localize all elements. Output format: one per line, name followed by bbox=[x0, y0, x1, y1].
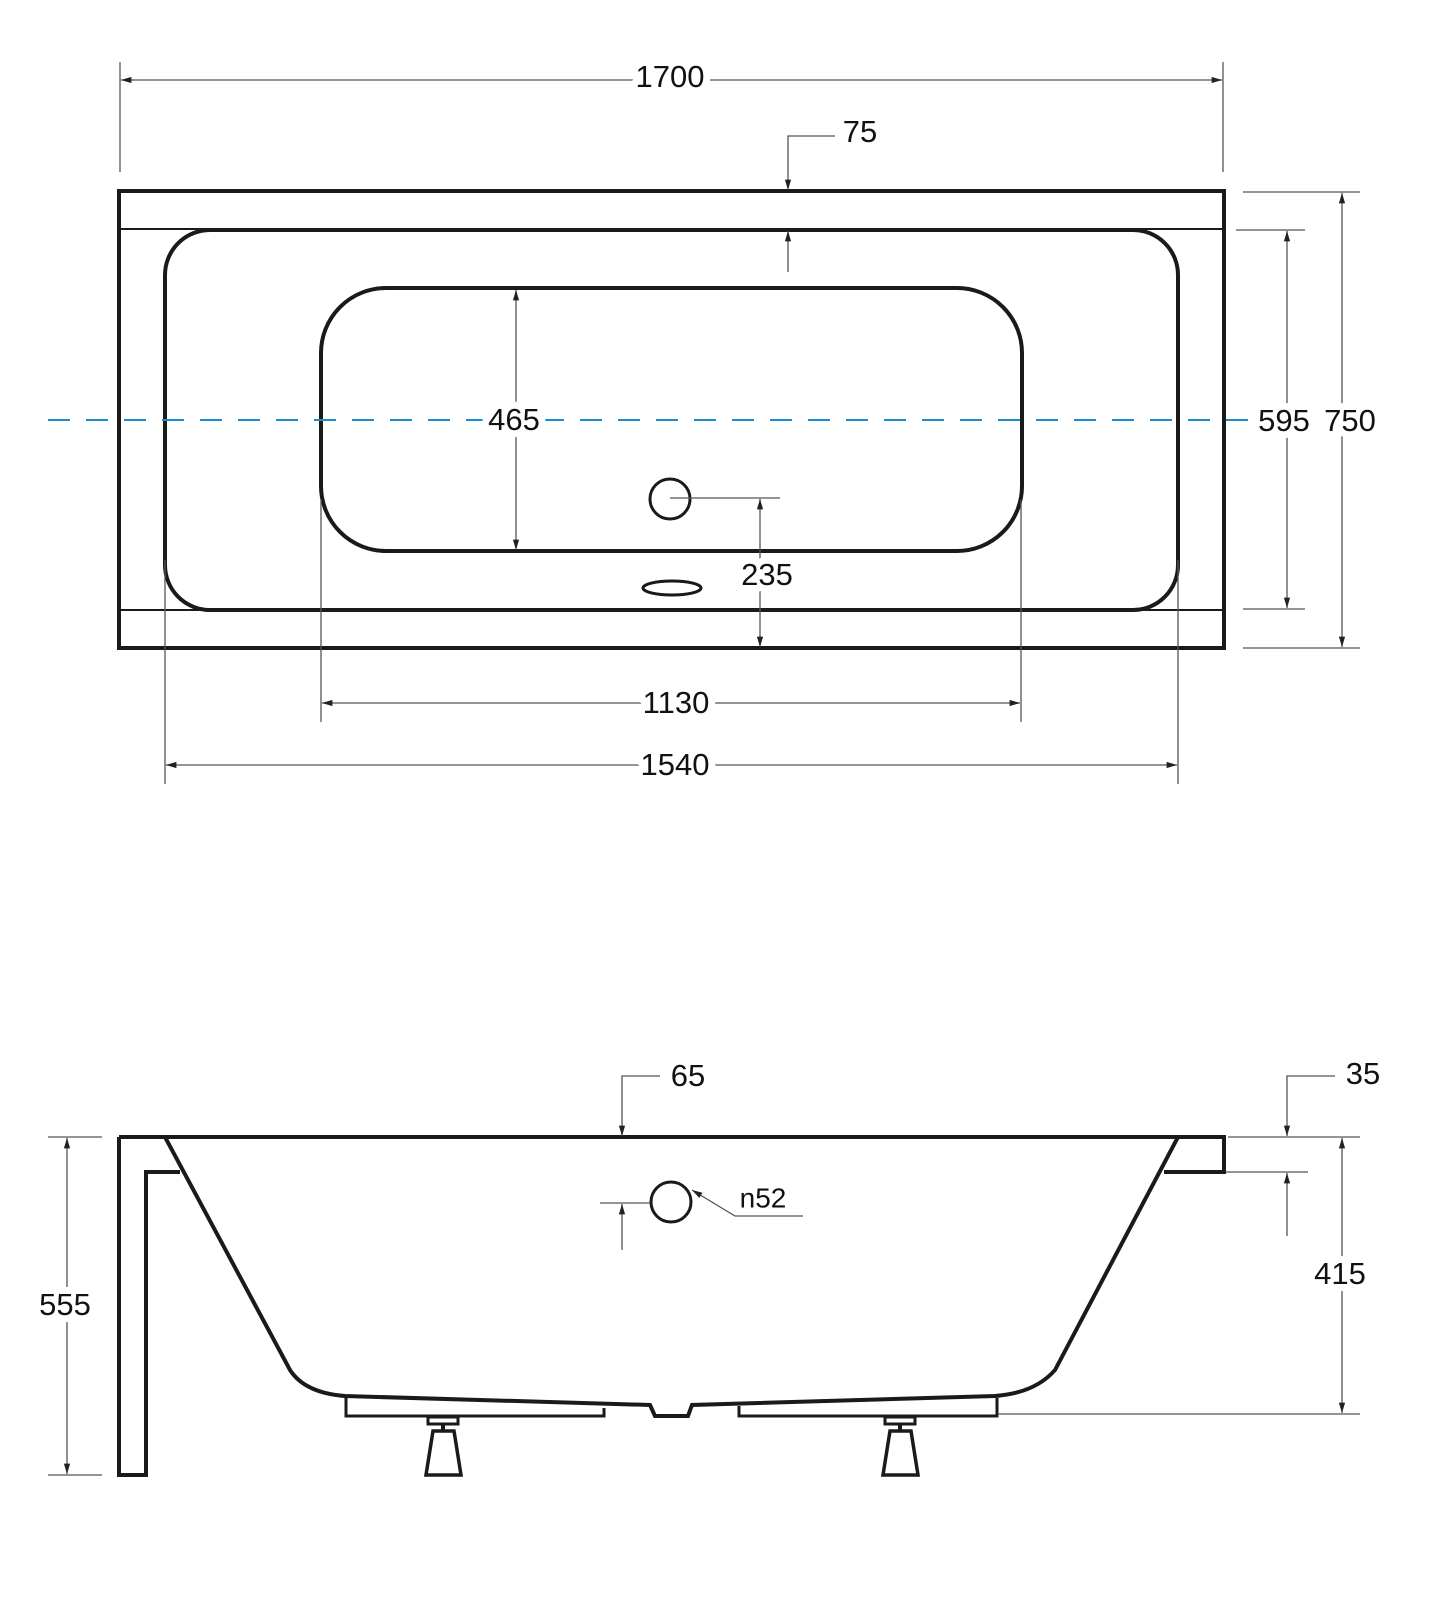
dim-rim-width: 75 bbox=[843, 114, 877, 149]
top-view: 1700 75 465 235 595 750 1130 1540 bbox=[48, 52, 1383, 789]
tub-outer-outline bbox=[117, 189, 1226, 650]
overflow-icon bbox=[648, 477, 692, 521]
support-plate-left bbox=[344, 1398, 606, 1418]
drain-icon bbox=[641, 579, 703, 597]
dim-basin-length: 1540 bbox=[641, 747, 710, 782]
dim-basin-width: 595 bbox=[1258, 403, 1310, 438]
dim-inner-basin-length: 1130 bbox=[643, 685, 710, 720]
dim-overflow-height: 235 bbox=[741, 557, 793, 592]
basin-profile bbox=[163, 1136, 1180, 1418]
front-panel bbox=[117, 1137, 180, 1477]
dim-rim-offset: 65 bbox=[671, 1058, 705, 1093]
side-view: n52 65 35 415 555 bbox=[32, 1049, 1387, 1477]
dim-rim-thickness: 35 bbox=[1346, 1056, 1380, 1091]
overflow-icon-side bbox=[649, 1180, 693, 1224]
dim-overall-width: 750 bbox=[1324, 403, 1376, 438]
support-plate-right bbox=[737, 1398, 999, 1418]
leg-right bbox=[880, 1415, 921, 1477]
dim-overall-length: 1700 bbox=[636, 59, 705, 94]
dim-overflow-diameter: n52 bbox=[740, 1182, 787, 1213]
dim-inner-basin-width: 465 bbox=[488, 402, 540, 437]
dim-basin-depth: 415 bbox=[1314, 1256, 1366, 1291]
leg-left bbox=[423, 1415, 464, 1477]
dim-overall-height: 555 bbox=[39, 1287, 91, 1322]
rim-right bbox=[1164, 1135, 1226, 1174]
